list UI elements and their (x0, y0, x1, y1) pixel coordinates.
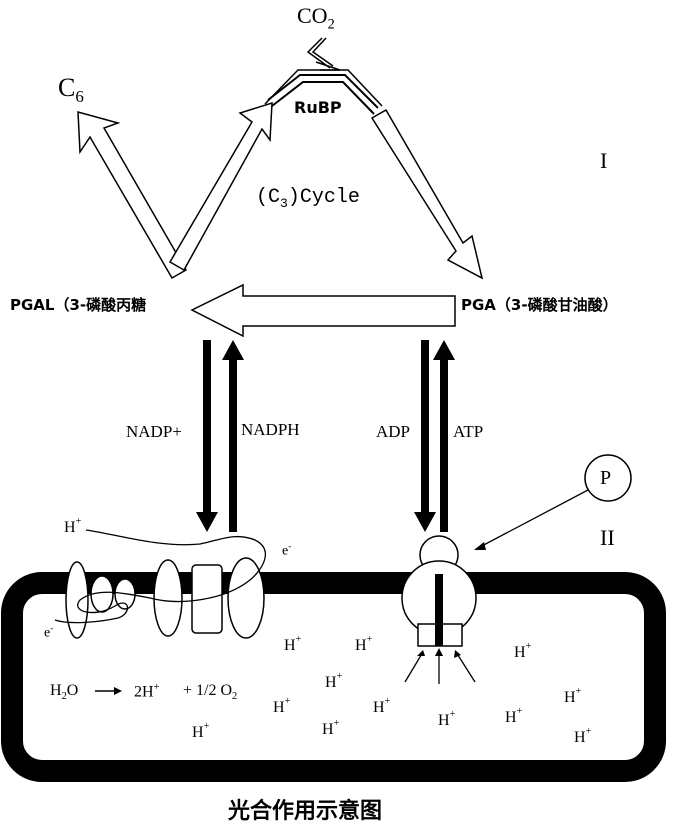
proton-arrow-right (455, 651, 476, 683)
nadp-plus-label: NADP+ (126, 422, 182, 441)
arrow-atp-up (433, 340, 455, 532)
phosphate-circle (584, 454, 632, 502)
protein-complex-4 (153, 559, 183, 637)
protein-complex-6 (227, 557, 265, 639)
hplus-lumen: H+ (192, 721, 210, 741)
hplus-lumen: H+ (322, 718, 340, 738)
thylakoid-membrane (1, 572, 666, 782)
proton-arrowhead-right (454, 650, 461, 658)
phosphate-arrowhead (474, 542, 486, 550)
oxygen-product: + 1/2 O2 (183, 682, 238, 703)
rubp-band-top (267, 74, 379, 109)
c3-cycle-label: (C3)Cycle (256, 186, 360, 211)
phosphate-label: P (600, 467, 612, 489)
pgal-label: PGAL（3-磷酸丙糖 (10, 296, 147, 314)
electron-path (54, 529, 267, 624)
arrow-adp-down (414, 340, 436, 532)
region-two-label: II (600, 525, 615, 550)
diagram-caption: 光合作用示意图 (228, 799, 383, 824)
proton-arrow-left (404, 651, 424, 683)
arrow-pga-to-pgal (190, 283, 456, 338)
atp-label: ATP (453, 422, 484, 441)
hplus-lumen: H+ (273, 696, 291, 716)
rubp-band-bottom (271, 81, 375, 115)
co2-label: CO2 (297, 3, 335, 33)
hplus-outer-left: H+ (64, 516, 82, 536)
adp-label: ADP (376, 422, 411, 441)
c6-label: C6 (58, 73, 84, 107)
arrow-rubp-to-pga (370, 108, 484, 280)
proton-arrowhead-left (417, 650, 425, 656)
rubp-label: RuBP (294, 98, 342, 117)
electron-label-inner: e- (44, 623, 54, 641)
hplus-lumen: H+ (438, 709, 456, 729)
atp-synthase-stalk (435, 574, 443, 646)
water-products: 2H+ (134, 682, 160, 701)
arrow-nadp-down (196, 340, 218, 532)
arrow-pgal-to-c6 (77, 111, 188, 280)
nadph-label: NADPH (241, 420, 300, 439)
water-reactant: H2O (50, 682, 79, 703)
hplus-lumen: H+ (564, 686, 582, 706)
arrow-nadph-up (222, 340, 244, 532)
electron-label-outer: e- (282, 541, 292, 559)
co2-hook-arrow (306, 37, 341, 71)
hplus-lumen: H+ (373, 696, 391, 716)
hplus-lumen: H+ (574, 726, 592, 746)
pga-label: PGA（3-磷酸甘油酸） (461, 296, 618, 314)
proton-arrowhead-center (435, 648, 443, 656)
hplus-lumen: H+ (514, 641, 532, 661)
hplus-lumen: H+ (355, 634, 373, 654)
arrow-to-rubp (168, 101, 273, 272)
region-one-label: I (600, 148, 608, 173)
hplus-lumen: H+ (284, 634, 302, 654)
hplus-lumen: H+ (325, 671, 343, 691)
protein-complex-1 (65, 561, 89, 639)
phosphate-arrow (477, 489, 589, 549)
hplus-lumen: H+ (505, 706, 523, 726)
water-arrowhead (114, 687, 122, 695)
